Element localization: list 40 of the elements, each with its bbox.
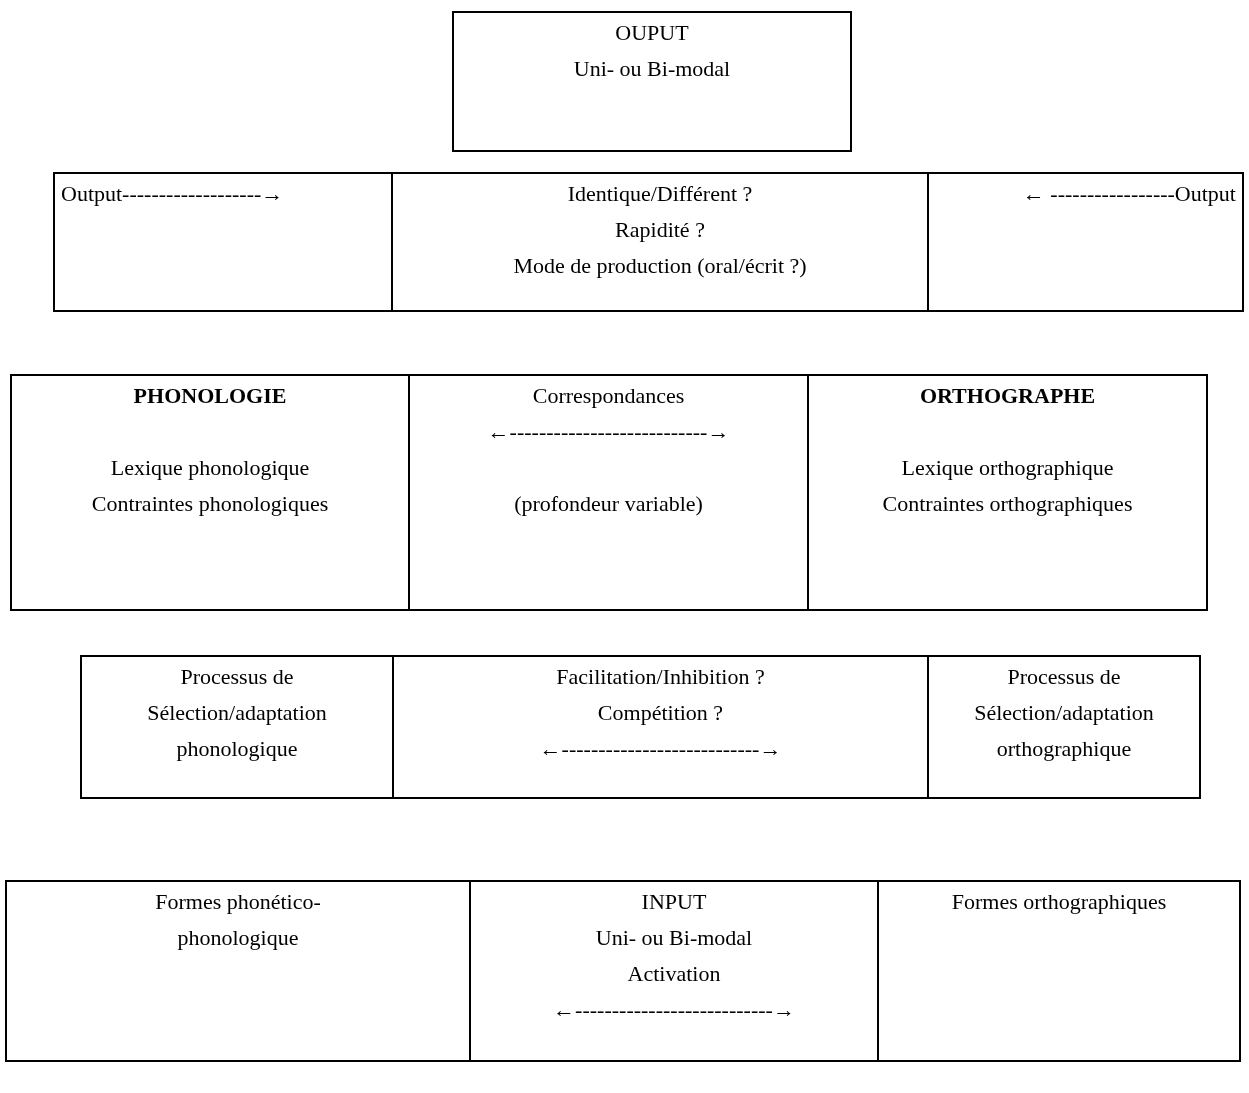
cell-text: Formes phonético- phonologique [154,888,322,952]
cell-text: ORTHOGRAPHE [918,382,1097,410]
table-cell [391,172,929,312]
cell-text: Compétition ? [596,699,725,727]
cell-text: Uni- ou Bi-modal [594,924,754,952]
cell-text: Formes orthographiques [950,888,1168,916]
cell-text: OUPUT [614,19,690,47]
cell-text: ←---------------------------→ [538,735,783,763]
cell-text: Uni- ou Bi-modal [572,55,732,83]
cell-text: Rapidité ? [614,216,706,244]
cell-text: Facilitation/Inhibition ? [555,663,766,691]
cell-text: ←---------------------------→ [552,996,796,1024]
table-cell [392,655,929,799]
table-cell [452,11,852,152]
cell-text: INPUT [640,888,708,916]
table-cell [927,172,1244,312]
cell-text: ← -----------------Output [1021,180,1237,208]
cell-text: Processus de Sélection/adaptation orthographique [973,663,1155,763]
cell-text: Activation [626,960,722,988]
table-cell [807,374,1208,611]
cell-text: Output-------------------→ [60,180,285,208]
cell-text: Identique/Différent ? [566,180,754,208]
cell-text: Correspondances [531,382,686,410]
cell-text: Lexique orthographique [900,454,1115,482]
cell-text: ←---------------------------→ [486,418,731,446]
cell-text: Contraintes phonologiques [90,490,330,518]
table-cell [10,374,410,611]
cell-text: PHONOLOGIE [132,382,288,410]
table-cell [469,880,879,1062]
table-cell [53,172,393,312]
cell-text: Lexique phonologique [109,454,311,482]
table-cell [80,655,394,799]
table-cell [927,655,1201,799]
cell-text: Processus de Sélection/adaptation phonologique [146,663,328,763]
cell-text: Mode de production (oral/écrit ?) [512,252,808,280]
cell-text: (profondeur variable) [513,490,704,518]
table-cell [877,880,1241,1062]
table-cell [408,374,809,611]
table-cell [5,880,471,1062]
cell-text: Contraintes orthographiques [881,490,1134,518]
